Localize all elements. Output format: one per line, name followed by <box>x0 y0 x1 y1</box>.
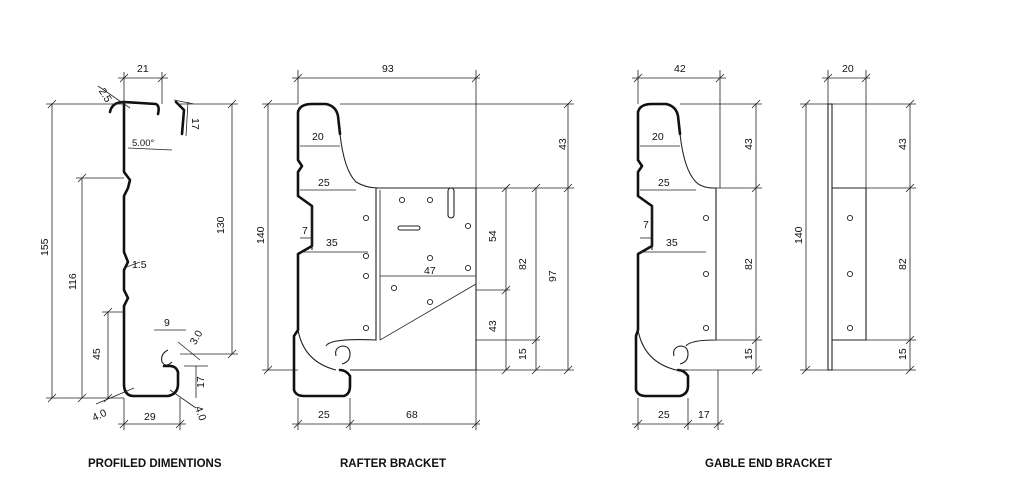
dim-7: 7 <box>643 219 649 231</box>
dim-25: 25 <box>658 177 670 189</box>
rafter-bracket-notch <box>335 345 351 365</box>
dim-9: 9 <box>164 317 170 329</box>
dim-35: 35 <box>666 237 678 249</box>
dim-4-0-right: 4.0 <box>192 405 208 423</box>
rafter-bracket-stiffener <box>379 190 477 341</box>
dim-29: 29 <box>144 411 156 423</box>
profile-top-return <box>174 100 186 136</box>
rafter-slot <box>397 225 421 231</box>
dim-17-top: 17 <box>189 118 201 130</box>
dim-97: 97 <box>547 270 559 282</box>
dim-1-5: 1.5 <box>132 259 147 271</box>
profile-outline <box>108 100 180 398</box>
rafter-bracket-plate <box>297 133 477 371</box>
dim-43-side: 43 <box>897 138 909 150</box>
dim-140: 140 <box>255 226 267 244</box>
dim-15: 15 <box>517 348 529 360</box>
caption-rafter-bracket: RAFTER BRACKET <box>340 458 446 470</box>
dim-47: 47 <box>424 265 436 277</box>
gable-bracket-plate <box>637 133 717 371</box>
dim-20: 20 <box>312 131 324 143</box>
gable-side-view-flange <box>832 187 867 341</box>
dim-25-bottom: 25 <box>658 409 670 421</box>
dim-140-side: 140 <box>793 226 805 244</box>
dim-7: 7 <box>302 225 308 237</box>
dim-155: 155 <box>39 238 51 256</box>
dim-35: 35 <box>326 237 338 249</box>
dim-82: 82 <box>517 258 529 270</box>
dim-93: 93 <box>382 63 394 75</box>
gable-end-bracket-drawing: 42 20 25 7 35 43 82 15 25 17 20 140 43 8… <box>632 63 916 430</box>
rafter-vertical-slot <box>447 187 455 219</box>
gable-bracket-notch <box>673 345 689 365</box>
profile-bottom-hook <box>161 349 173 366</box>
rafter-bracket-outline <box>292 102 352 398</box>
dim-25-bottom: 25 <box>318 409 330 421</box>
dim-43-right: 43 <box>557 138 569 150</box>
dim-20: 20 <box>652 131 664 143</box>
dim-82: 82 <box>743 258 755 270</box>
dim-21: 21 <box>137 63 149 75</box>
profiled-section-drawing: 21 2.5 17 5.00° 155 116 1.5 130 45 9 3.0… <box>39 63 238 430</box>
dim-68: 68 <box>406 409 418 421</box>
dim-25-top: 25 <box>318 177 330 189</box>
dim-20-side: 20 <box>842 63 854 75</box>
dim-17: 17 <box>698 409 710 421</box>
dim-4-0-left: 4.0 <box>90 407 108 424</box>
dim-82-side: 82 <box>897 258 909 270</box>
dim-15: 15 <box>743 348 755 360</box>
dim-5deg: 5.00° <box>132 138 154 149</box>
gable-side-view-plate <box>827 103 833 371</box>
dim-45: 45 <box>91 348 103 360</box>
dim-3-0: 3.0 <box>188 328 206 347</box>
dim-54: 54 <box>487 230 499 242</box>
dim-43: 43 <box>743 138 755 150</box>
dim-17-bottom: 17 <box>195 376 207 388</box>
dim-42: 42 <box>674 63 686 75</box>
gable-bracket-outline <box>634 102 690 398</box>
rafter-bracket-drawing: 93 140 20 25 7 35 47 54 82 97 43 43 15 2… <box>255 63 574 430</box>
caption-gable-end-bracket: GABLE END BRACKET <box>705 458 832 470</box>
dim-15-side: 15 <box>897 348 909 360</box>
dim-130: 130 <box>215 216 227 234</box>
caption-profiled-dimentions: PROFILED DIMENTIONS <box>88 458 222 470</box>
dim-43-low: 43 <box>487 320 499 332</box>
dim-116: 116 <box>67 273 79 290</box>
dim-2-5: 2.5 <box>96 86 114 105</box>
